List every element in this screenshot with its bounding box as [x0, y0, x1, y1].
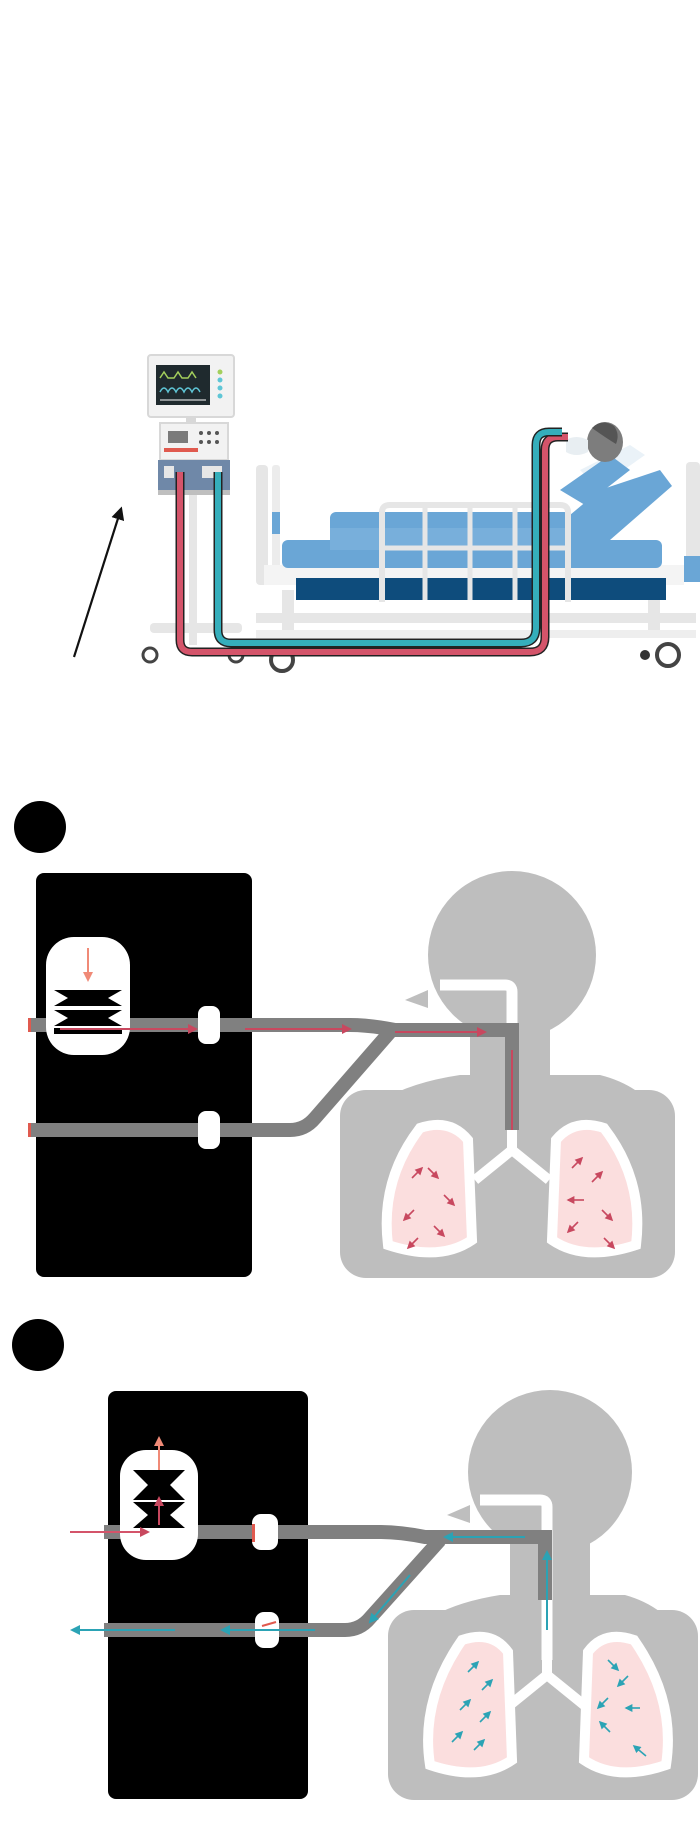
ventilator-panel	[36, 873, 252, 1277]
lungs-icon	[423, 1632, 673, 1778]
bellows-icon	[46, 937, 130, 1055]
patient-head-icon	[560, 422, 630, 505]
hospital-bed-icon	[256, 445, 700, 673]
ventilator-machine-icon	[141, 354, 245, 664]
exhale-step-badge	[12, 1319, 64, 1371]
lungs-icon	[381, 1120, 643, 1258]
inhale-panel	[14, 801, 675, 1278]
inhale-step-badge	[14, 801, 66, 853]
exhale-flow-arrows	[70, 1527, 552, 1635]
inhale-flow-arrows	[60, 1024, 517, 1144]
pointer-arrow-icon	[72, 506, 125, 658]
breathing-circuit-tubes	[175, 427, 568, 657]
bellows-icon	[120, 1436, 198, 1560]
exhale-panel	[12, 1319, 698, 1800]
